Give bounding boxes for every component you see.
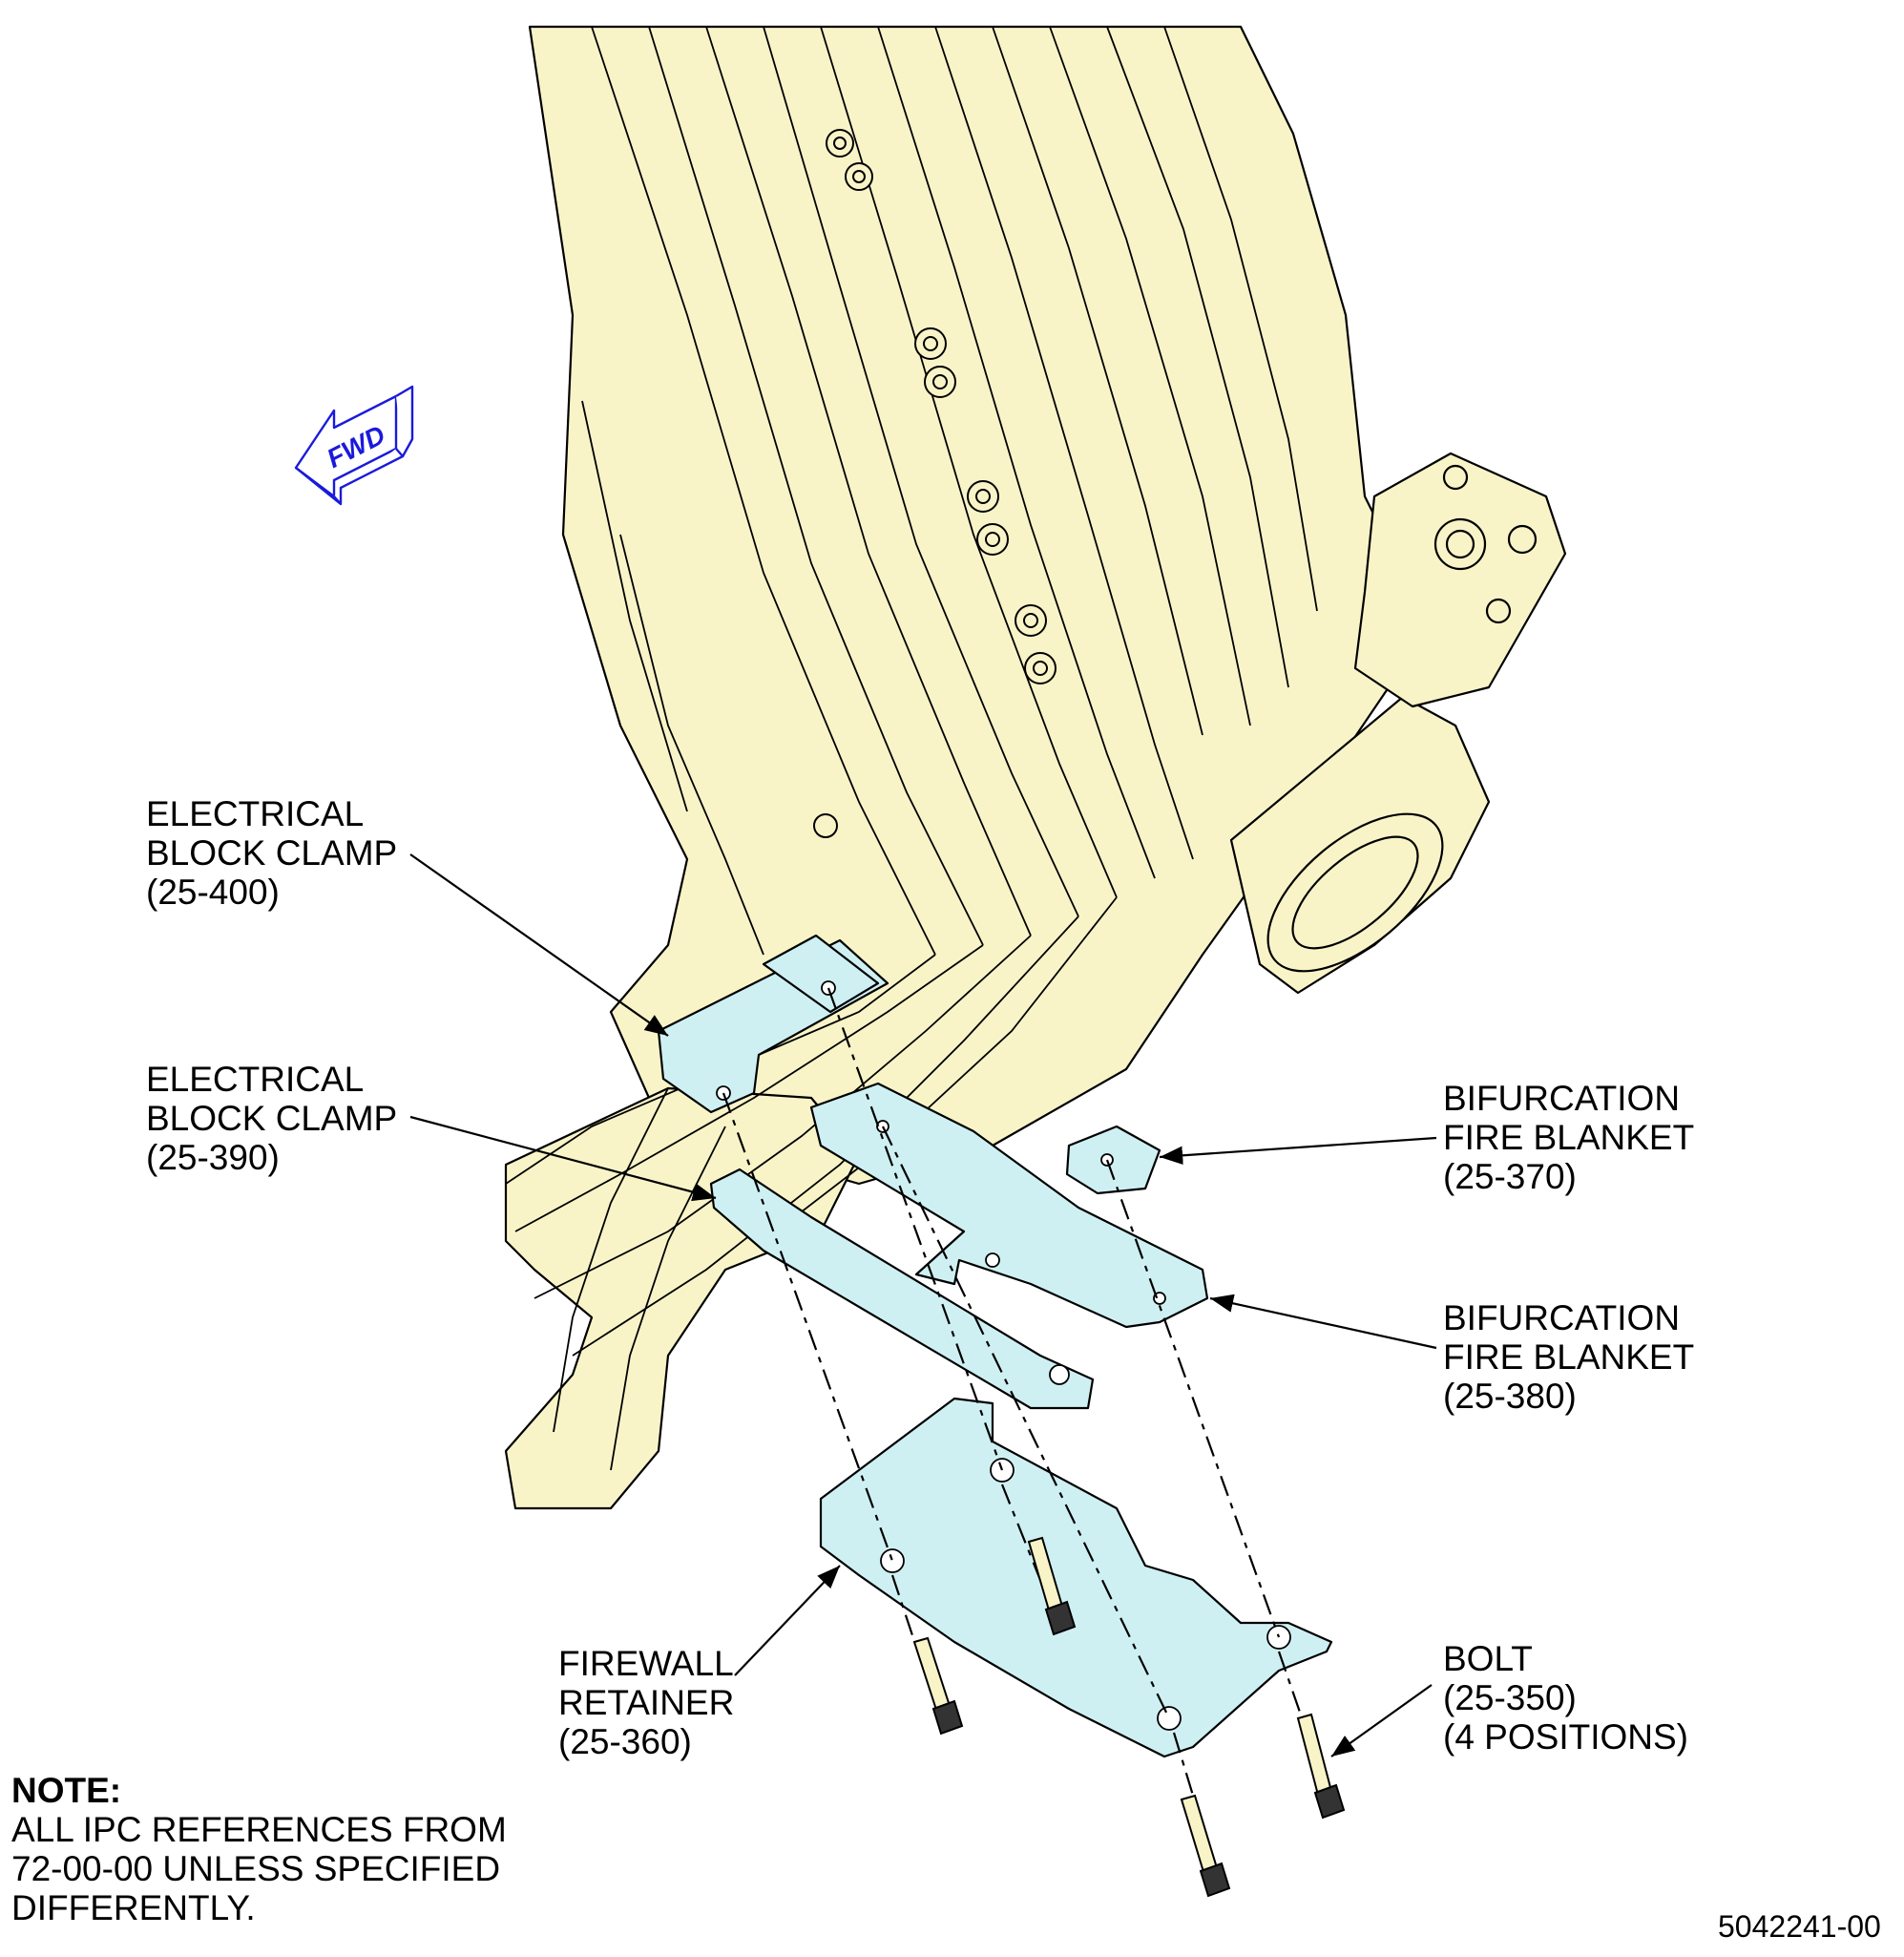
leader-clamp-25-390	[409, 1115, 717, 1202]
bolts-25-350	[912, 1536, 1346, 1898]
figure-id: 5042241-00	[1718, 1909, 1881, 1944]
callout-line: FIREWALL	[558, 1644, 734, 1683]
bolt	[1180, 1794, 1231, 1898]
harness-lower-fan	[504, 1086, 861, 1510]
callout-line: ELECTRICAL	[146, 794, 365, 833]
callout-line: ELECTRICAL	[146, 1060, 365, 1099]
note-heading: NOTE:	[11, 1771, 122, 1810]
bolt	[1027, 1536, 1077, 1636]
leader-clamp-25-400	[409, 853, 669, 1037]
leader-blanket-25-380	[1209, 1294, 1437, 1350]
callout-bolt-25-350: BOLT (25-350) (4 POSITIONS)	[1443, 1639, 1688, 1757]
callout-line: BIFURCATION	[1443, 1298, 1681, 1337]
note-line: DIFFERENTLY.	[11, 1888, 256, 1927]
mounting-plate	[1353, 452, 1567, 708]
callout-line: FIRE BLANKET	[1443, 1337, 1695, 1377]
callout-electrical-block-clamp-25-400: ELECTRICAL BLOCK CLAMP (25-400)	[146, 794, 397, 912]
block-clamp-25-400-top	[762, 934, 880, 1014]
callout-ref: (25-360)	[558, 1722, 692, 1761]
callout-line: BLOCK CLAMP	[146, 1099, 398, 1138]
plate-hole	[1442, 464, 1469, 491]
bolt	[1296, 1713, 1346, 1820]
note-line: 72-00-00 UNLESS SPECIFIED	[11, 1849, 501, 1888]
callout-ref: (25-390)	[146, 1138, 280, 1177]
fire-blanket-25-380	[809, 1082, 1209, 1329]
callout-ref: (4 POSITIONS)	[1443, 1717, 1688, 1757]
harness-main-body	[528, 25, 1414, 1186]
callout-ref: (25-380)	[1443, 1377, 1577, 1416]
callout-line: BIFURCATION	[1443, 1079, 1681, 1118]
callout-ref: (25-370)	[1443, 1157, 1577, 1196]
callout-bifurcation-fire-blanket-25-380: BIFURCATION FIRE BLANKET (25-380)	[1443, 1298, 1694, 1416]
exploded-parts	[657, 934, 1333, 1758]
callout-line: BLOCK CLAMP	[146, 833, 398, 873]
callout-line: RETAINER	[558, 1683, 735, 1722]
fwd-arrow-icon	[294, 385, 414, 506]
bolt	[912, 1636, 964, 1736]
leader-retainer-25-360	[734, 1565, 841, 1676]
callout-ref: (25-400)	[146, 873, 280, 912]
note-line: ALL IPC REFERENCES FROM	[11, 1810, 507, 1849]
wire-harness-bundle	[504, 25, 1567, 1510]
leader-bolt-25-350	[1330, 1684, 1433, 1757]
callout-firewall-retainer-25-360: FIREWALL RETAINER (25-360)	[558, 1644, 734, 1761]
leader-blanket-25-370	[1159, 1136, 1437, 1165]
connector-face-inner	[1291, 835, 1419, 950]
callout-line: (25-350)	[1443, 1678, 1577, 1717]
leader-lines	[409, 853, 1437, 1757]
harness-wires	[505, 26, 1318, 1471]
callout-electrical-block-clamp-25-390: ELECTRICAL BLOCK CLAMP (25-390)	[146, 1060, 397, 1177]
plate-hole	[1445, 529, 1475, 559]
callout-bifurcation-fire-blanket-25-370: BIFURCATION FIRE BLANKET (25-370)	[1443, 1079, 1694, 1196]
block-clamp-25-390	[709, 1168, 1095, 1410]
callout-line: BOLT	[1443, 1639, 1533, 1678]
plate-hole	[1485, 598, 1512, 624]
plate-hole	[1507, 524, 1538, 555]
firewall-retainer-25-360	[819, 1397, 1333, 1758]
harness-connectors	[813, 129, 1057, 838]
note-block: NOTE: ALL IPC REFERENCES FROM 72-00-00 U…	[11, 1771, 507, 1927]
callout-line: FIRE BLANKET	[1443, 1118, 1695, 1157]
